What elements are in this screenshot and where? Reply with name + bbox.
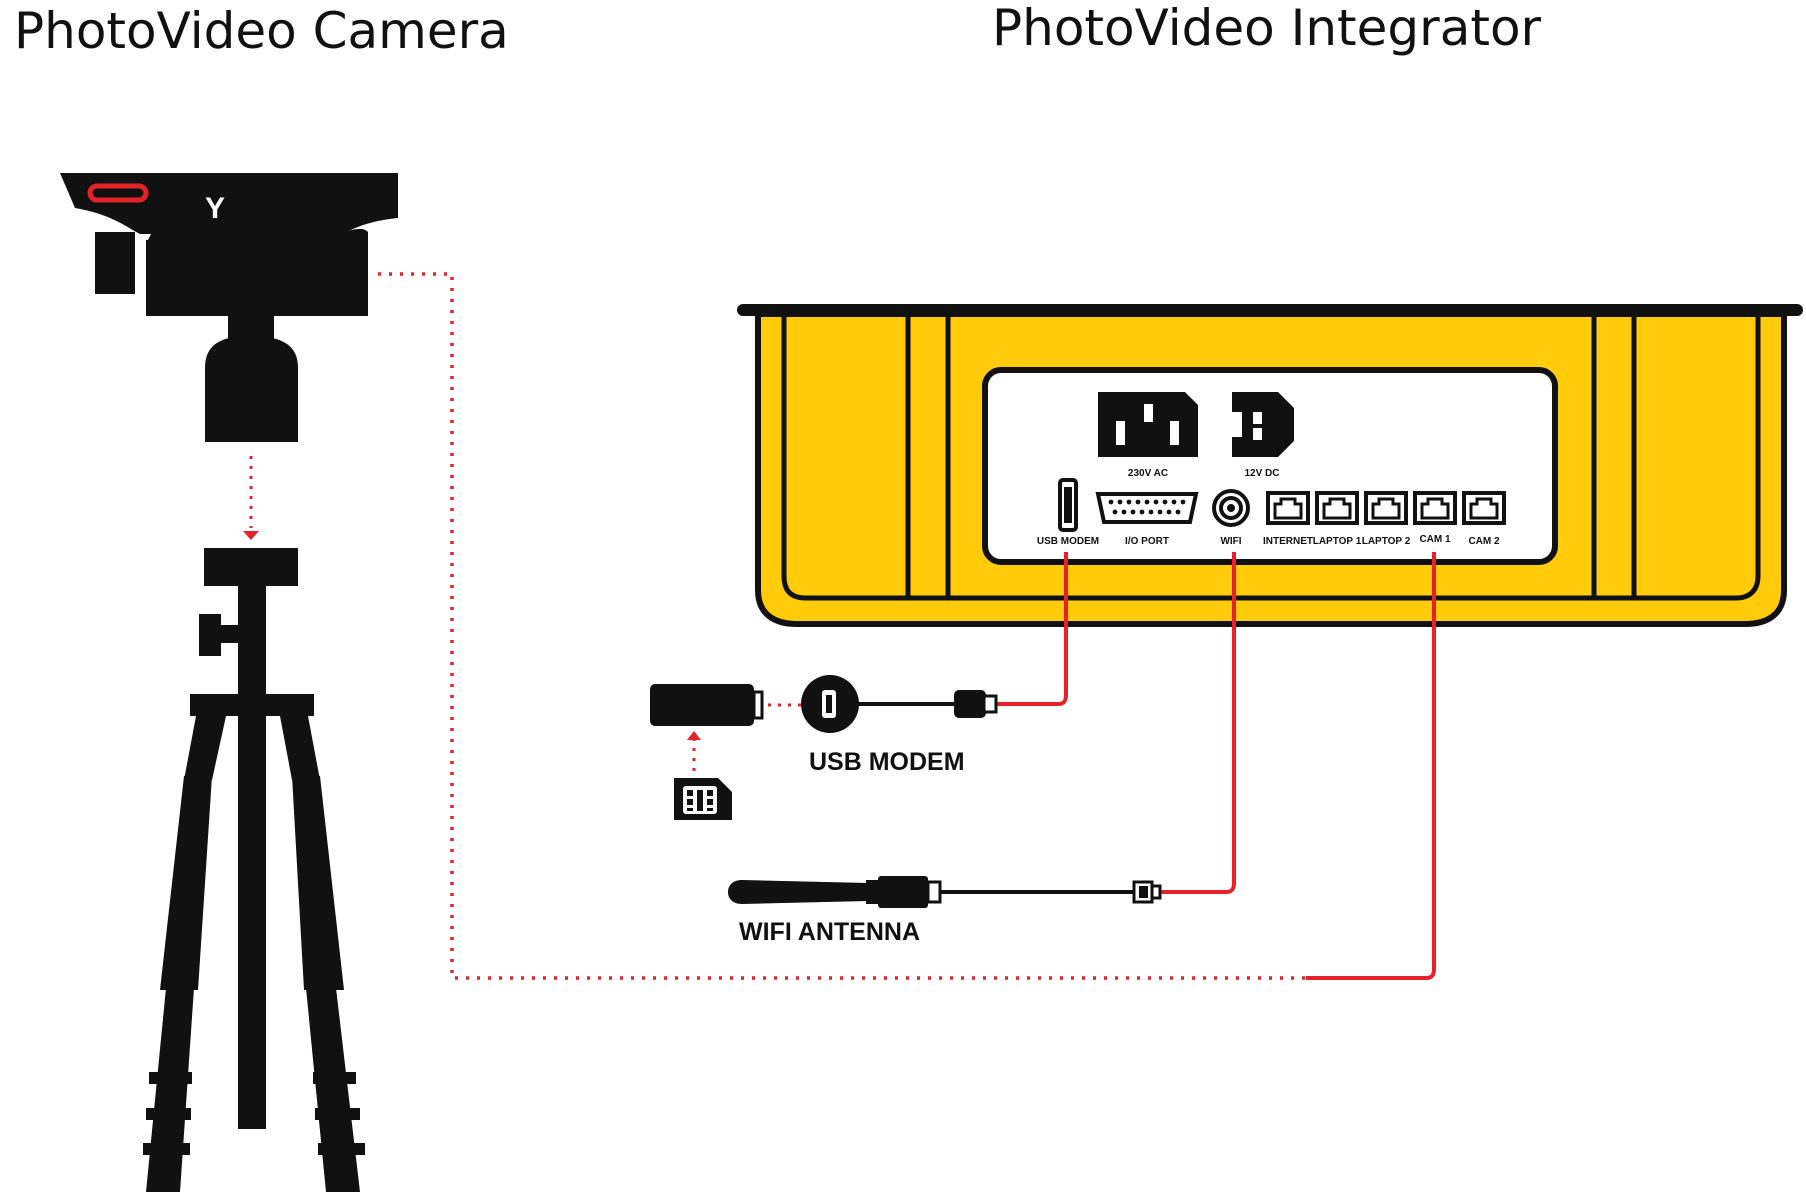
sim-arrow-head <box>687 731 701 740</box>
antenna-icon <box>728 876 1162 908</box>
mount-arrow-head <box>243 531 259 540</box>
wifi-antenna-label: WIFI ANTENNA <box>739 918 920 946</box>
port-label-laptop2: LAPTOP 2 <box>1362 536 1411 547</box>
usb-modem-cable <box>995 552 1068 706</box>
usb-stick-icon <box>650 684 764 726</box>
internet-port-inner <box>1273 497 1303 520</box>
wifi-port <box>1212 489 1250 527</box>
io-port <box>1095 492 1199 524</box>
ac-power-port <box>1098 392 1198 457</box>
cam1-port-inner <box>1420 497 1450 520</box>
dc-label: 12V DC <box>1244 468 1279 479</box>
port-label-wifi: WIFI <box>1220 536 1241 547</box>
port-label-cam2: CAM 2 <box>1468 536 1500 547</box>
integrator-case <box>737 304 1803 627</box>
port-label-laptop1: LAPTOP 1 <box>1313 536 1362 547</box>
port-label-internet: INTERNET <box>1263 536 1313 547</box>
tripod-icon <box>143 548 365 1192</box>
port-label-io: I/O PORT <box>1125 536 1169 547</box>
wifi-cable <box>1160 552 1236 894</box>
camera-cable-solid <box>1306 552 1436 980</box>
laptop1-port-inner <box>1322 497 1352 520</box>
laptop2-port-inner <box>1371 497 1401 520</box>
camera-logo: Y <box>205 192 225 225</box>
camera-title: PhotoVideo Camera <box>14 2 509 60</box>
usb-hub-icon <box>801 675 998 733</box>
usb-modem-label: USB MODEM <box>809 748 965 776</box>
sim-card-icon <box>674 778 732 820</box>
ac-label: 230V AC <box>1128 468 1168 479</box>
camera-icon: Y <box>60 173 398 442</box>
usb-modem-port-inner <box>1064 487 1072 523</box>
integrator-title: PhotoVideo Integrator <box>992 0 1542 57</box>
port-label-usb-modem: USB MODEM <box>1037 536 1099 547</box>
cam2-port-inner <box>1469 497 1499 520</box>
port-label-cam1: CAM 1 <box>1419 534 1451 545</box>
dc-power-port <box>1232 392 1294 457</box>
